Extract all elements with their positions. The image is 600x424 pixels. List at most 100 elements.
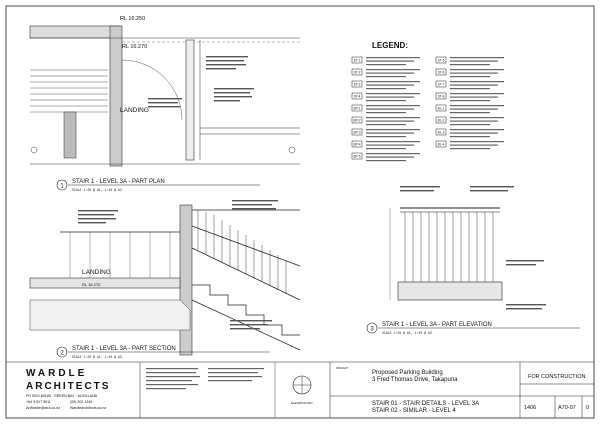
legend-description-line	[450, 129, 504, 131]
section-landing-label: LANDING	[82, 269, 111, 276]
status-label: FOR CONSTRUCTION	[528, 374, 585, 380]
legend-description-line	[450, 136, 490, 138]
legend-description-line	[366, 69, 420, 71]
legend-description-line	[450, 141, 504, 143]
legend-description-line	[450, 117, 504, 119]
legend-description-line	[450, 72, 498, 74]
part-section: LANDING RL 16.270 2 STAIR 1 - LEVEL 3A -…	[29, 200, 301, 359]
elevation-scale: SCALE 1:20 @ A1, 1:40 @ A3	[382, 331, 432, 335]
legend-description-line	[366, 120, 414, 122]
legend-code-box	[435, 92, 447, 100]
legend-code: BL-1	[438, 106, 445, 110]
plan-landing-label: LANDING	[120, 107, 149, 114]
sheet-border	[5, 5, 595, 419]
plan-scale: SCALE 1:20 @ A1, 1:40 @ A3	[72, 188, 122, 192]
legend-description-line	[366, 100, 406, 102]
legend-description-line	[366, 60, 414, 62]
email-line: ArWardle@xtra.co.nz	[26, 406, 60, 410]
legend-description-line	[366, 132, 414, 134]
legend-description-line	[366, 153, 420, 155]
legend-title: LEGEND:	[372, 41, 408, 50]
web-line: Wardlearchitects.co.nz	[70, 406, 106, 410]
legend-description-line	[366, 148, 406, 150]
legend-description-line	[366, 96, 414, 98]
legend-code: ST-8	[438, 94, 445, 98]
legend-description-line	[450, 148, 490, 150]
legend: LEGEND: ST-1ST-2ST-3ST-4BP-1BP-2BP-3BP-4…	[351, 41, 504, 162]
legend-description-line	[450, 64, 490, 66]
revision-number: 0	[586, 405, 589, 411]
legend-code: BP-5	[353, 154, 360, 158]
section-bubble: 2	[60, 351, 64, 357]
project-name: Proposed Parking Building	[372, 370, 443, 376]
section-scale: SCALE 1:20 @ A1, 1:40 @ A3	[72, 355, 122, 359]
legend-code: BP-2	[353, 118, 360, 122]
legend-code-box	[351, 80, 363, 88]
legend-code-box	[351, 92, 363, 100]
elevation-key-label: ELEVATION KEY	[291, 401, 313, 405]
legend-description-line	[450, 76, 490, 78]
part-plan: RL 16.250 RL 16.270 LANDING 1 STAIR 1 - …	[29, 16, 300, 192]
legend-description-line	[366, 57, 420, 59]
legend-description-line	[450, 93, 504, 95]
legend-code-box	[435, 116, 447, 124]
legend-code-box	[351, 128, 363, 136]
legend-code-box	[435, 68, 447, 76]
legend-code: BL-4	[438, 142, 445, 146]
legend-description-line	[450, 132, 498, 134]
legend-code-box	[435, 104, 447, 112]
legend-code: BP-3	[353, 130, 360, 134]
elevation-bubble: 3	[370, 327, 374, 333]
plan-title: STAIR 1 - LEVEL 3A - PART PLAN	[72, 179, 165, 185]
legend-description-line	[450, 120, 498, 122]
legend-description-line	[450, 57, 504, 59]
legend-description-line	[366, 136, 406, 138]
legend-code-box	[351, 56, 363, 64]
address-line: PO BOX 80185 · GREEN BAY · AUCKLAND	[26, 394, 98, 398]
plan-rl-top: RL 16.250	[120, 16, 145, 22]
sheet-title-1: STAIR 01 - STAIR DETAILS - LEVEL 3A	[372, 401, 479, 407]
legend-description-line	[450, 81, 504, 83]
logo-line1: WARDLE	[26, 368, 87, 379]
legend-code: BL-3	[438, 130, 445, 134]
drawing-number: A70-07	[558, 405, 576, 411]
legend-code-box	[351, 116, 363, 124]
section-rl: RL 16.270	[82, 282, 101, 287]
project-label: PROJECT	[336, 367, 349, 370]
legend-description-line	[450, 88, 490, 90]
legend-description-line	[366, 112, 406, 114]
legend-description-line	[366, 160, 406, 162]
legend-description-line	[366, 76, 406, 78]
legend-code: BP-1	[353, 106, 360, 110]
legend-code: BL-2	[438, 118, 445, 122]
legend-code: ST-4	[354, 94, 361, 98]
legend-description-line	[366, 88, 406, 90]
legend-description-line	[450, 124, 490, 126]
legend-code-box	[351, 68, 363, 76]
legend-description-line	[366, 93, 420, 95]
legend-code: ST-6	[438, 70, 445, 74]
plan-rl-mid: RL 16.270	[122, 44, 147, 50]
section-title: STAIR 1 - LEVEL 3A - PART SECTION	[72, 346, 176, 352]
job-number: 1406	[524, 405, 536, 411]
legend-code: ST-1	[354, 58, 361, 62]
legend-description-line	[366, 108, 414, 110]
legend-description-line	[366, 64, 406, 66]
legend-code: ST-7	[438, 82, 445, 86]
legend-description-line	[366, 84, 414, 86]
legend-description-line	[366, 129, 420, 131]
legend-code-box	[435, 80, 447, 88]
legend-description-line	[450, 69, 504, 71]
mobile-line: (09) 302 1249	[70, 400, 92, 404]
legend-code-box	[351, 152, 363, 160]
legend-description-line	[450, 112, 490, 114]
legend-description-line	[450, 108, 498, 110]
legend-code-box	[435, 56, 447, 64]
legend-description-line	[366, 105, 420, 107]
legend-description-line	[450, 100, 490, 102]
legend-description-line	[450, 60, 498, 62]
legend-description-line	[450, 84, 498, 86]
legend-code: ST-3	[354, 82, 361, 86]
project-address: 3 Fred Thomas Drive, Takapuna	[372, 377, 458, 383]
